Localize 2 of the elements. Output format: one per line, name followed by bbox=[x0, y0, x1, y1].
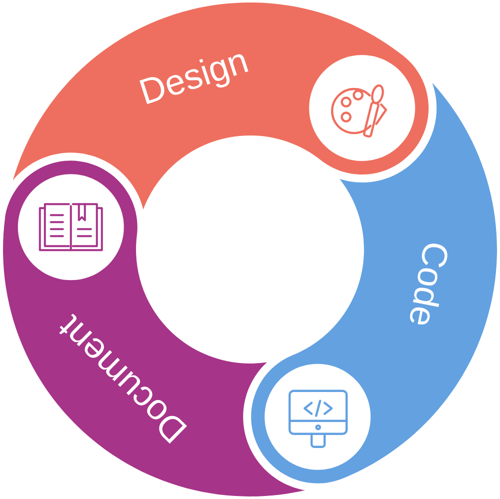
segment-label: Code bbox=[410, 244, 448, 325]
segment-label: Design bbox=[140, 54, 248, 104]
